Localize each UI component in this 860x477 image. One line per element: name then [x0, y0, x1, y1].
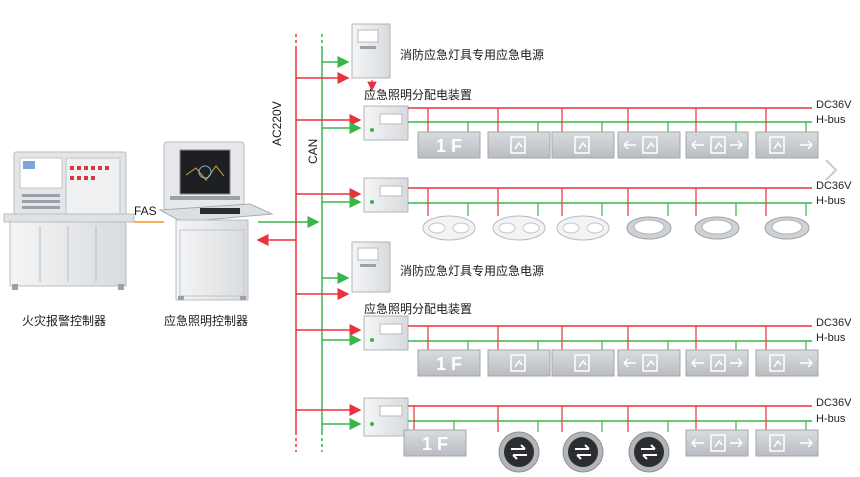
lighting-controller-cabinet: [158, 141, 274, 301]
floor-1f-text: 1 F: [422, 434, 448, 454]
fixture-row4-4: [628, 431, 670, 473]
row3-dc36v-label: DC36V: [816, 317, 852, 329]
next-chevron-icon[interactable]: [825, 159, 838, 181]
running-man-icon: [769, 136, 785, 154]
bidirectional-arrow-icon: [641, 444, 657, 460]
fixture-row3-2: [487, 349, 551, 377]
row4-hbus-label: H-bus: [816, 413, 846, 425]
emergency-power-supply-1: [351, 23, 391, 79]
row1-dc36v-label: DC36V: [816, 99, 852, 111]
fixture-row4-1: 1 F: [403, 429, 467, 457]
distribution-device-row2: [363, 177, 409, 213]
fixture-row2-2: [492, 215, 546, 241]
fire-alarm-panel-label: 火灾报警控制器: [22, 314, 107, 328]
running-man-icon: [710, 434, 726, 452]
arrow-left-icon: [623, 358, 636, 368]
row2-dc36v-label: DC36V: [816, 180, 852, 192]
fixture-row1-6: [755, 131, 819, 159]
fixture-row3-1: 1 F: [417, 349, 481, 377]
fas-label: FAS: [134, 204, 157, 218]
fixture-row4-2: [498, 431, 540, 473]
floor-1f-text: 1 F: [436, 136, 462, 156]
can-label: CAN: [306, 138, 320, 164]
running-man-icon: [510, 354, 526, 372]
arrow-left-icon: [691, 438, 704, 448]
fixture-row2-1: [422, 215, 476, 241]
distribution-device-row1: [363, 105, 409, 141]
fixture-row3-3: [551, 349, 615, 377]
ac220v-label: AC220V: [270, 101, 284, 146]
arrow-right-icon: [730, 438, 743, 448]
row2-hbus-label: H-bus: [816, 195, 846, 207]
running-man-icon: [642, 136, 658, 154]
arrow-left-icon: [691, 140, 704, 150]
fixture-row3-4: [617, 349, 681, 377]
arrow-right-icon: [800, 438, 813, 448]
fixture-row2-6: [764, 216, 810, 240]
fixture-row2-3: [556, 215, 610, 241]
lighting-controller-label: 应急照明控制器: [164, 314, 249, 328]
fixture-row4-6: [755, 429, 819, 457]
distribution-2-label: 应急照明分配电装置: [364, 302, 473, 316]
running-man-icon: [510, 136, 526, 154]
distribution-1-label: 应急照明分配电装置: [364, 88, 473, 102]
running-man-icon: [574, 354, 590, 372]
distribution-device-row4: [363, 397, 409, 437]
row3-hbus-label: H-bus: [816, 332, 846, 344]
running-man-icon: [710, 136, 726, 154]
fixture-row4-3: [562, 431, 604, 473]
fixture-row1-3: [551, 131, 615, 159]
floor-1f-text: 1 F: [436, 354, 462, 374]
arrow-right-icon: [730, 140, 743, 150]
arrow-right-icon: [730, 358, 743, 368]
row4-dc36v-label: DC36V: [816, 397, 852, 409]
fixture-row1-5: [685, 131, 749, 159]
distribution-device-row3: [363, 315, 409, 351]
fixture-row1-2: [487, 131, 551, 159]
power-supply-1-label: 消防应急灯具专用应急电源: [400, 48, 545, 62]
arrow-right-icon: [800, 358, 813, 368]
arrow-left-icon: [691, 358, 704, 368]
fixture-row1-4: [617, 131, 681, 159]
running-man-icon: [642, 354, 658, 372]
emergency-power-supply-2: [351, 241, 391, 293]
bidirectional-arrow-icon: [575, 444, 591, 460]
fixture-row2-4: [626, 216, 672, 240]
fixture-row4-5: [685, 429, 749, 457]
running-man-icon: [769, 354, 785, 372]
fixture-row3-5: [685, 349, 749, 377]
fixture-row2-5: [694, 216, 740, 240]
row1-hbus-label: H-bus: [816, 114, 846, 126]
fixture-row1-1: 1 F: [417, 131, 481, 159]
running-man-icon: [574, 136, 590, 154]
fixture-row3-6: [755, 349, 819, 377]
arrow-right-icon: [800, 140, 813, 150]
running-man-icon: [769, 434, 785, 452]
bidirectional-arrow-icon: [511, 444, 527, 460]
arrow-left-icon: [623, 140, 636, 150]
running-man-icon: [710, 354, 726, 372]
fire-alarm-panel: [3, 151, 135, 290]
power-supply-2-label: 消防应急灯具专用应急电源: [400, 264, 545, 278]
